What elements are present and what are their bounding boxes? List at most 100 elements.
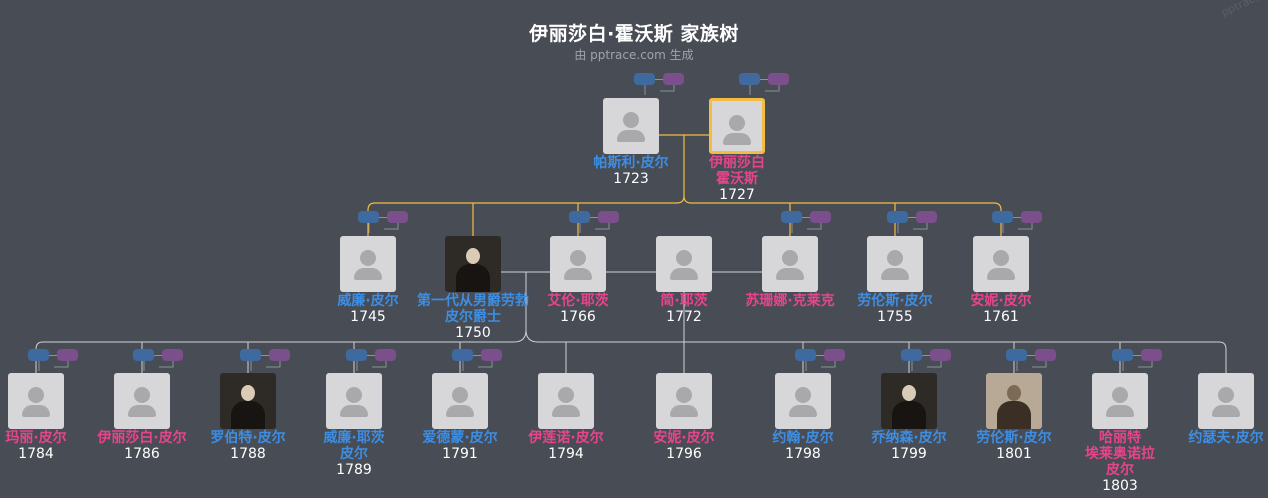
avatar-placeholder-icon[interactable]	[114, 373, 170, 429]
avatar-placeholder-icon[interactable]	[8, 373, 64, 429]
avatar-placeholder-icon[interactable]	[432, 373, 488, 429]
mother-tag-icon[interactable]	[1141, 349, 1162, 361]
father-tag-icon[interactable]	[346, 349, 367, 361]
mother-tag-icon[interactable]	[663, 73, 684, 85]
head-shape	[241, 385, 255, 401]
mother-tag-icon[interactable]	[824, 349, 845, 361]
relation-tags[interactable]	[1112, 349, 1164, 362]
page-subtitle: 由 pptrace.com 生成	[574, 48, 694, 62]
portrait-photo[interactable]	[445, 236, 501, 292]
mother-tag-icon[interactable]	[162, 349, 183, 361]
mother-tag-icon[interactable]	[269, 349, 290, 361]
avatar-placeholder-icon[interactable]	[656, 236, 712, 292]
mother-tag-icon[interactable]	[57, 349, 78, 361]
father-tag-icon[interactable]	[634, 73, 655, 85]
avatar-placeholder-icon[interactable]	[762, 236, 818, 292]
relation-tags[interactable]	[133, 349, 185, 362]
mother-tag-icon[interactable]	[375, 349, 396, 361]
relation-tags[interactable]	[1006, 349, 1058, 362]
relation-tags[interactable]	[887, 211, 939, 224]
mother-tag-icon[interactable]	[768, 73, 789, 85]
avatar-placeholder-icon[interactable]	[550, 236, 606, 292]
father-tag-icon[interactable]	[992, 211, 1013, 223]
avatar-placeholder-icon[interactable]	[867, 236, 923, 292]
avatar-placeholder-icon[interactable]	[709, 98, 765, 154]
avatar-placeholder-icon[interactable]	[326, 373, 382, 429]
body-shape	[670, 405, 698, 417]
avatar-placeholder-icon[interactable]	[656, 373, 712, 429]
person-name[interactable]: 约瑟夫·皮尔	[1188, 430, 1264, 446]
relation-tags[interactable]	[781, 211, 833, 224]
mother-tag-icon[interactable]	[930, 349, 951, 361]
relation-tags[interactable]	[634, 73, 686, 86]
relation-tags[interactable]	[992, 211, 1044, 224]
mother-tag-icon[interactable]	[387, 211, 408, 223]
relation-tags[interactable]	[240, 349, 292, 362]
relation-tags[interactable]	[358, 211, 410, 224]
portrait-photo[interactable]	[881, 373, 937, 429]
portrait-photo[interactable]	[220, 373, 276, 429]
father-tag-icon[interactable]	[739, 73, 760, 85]
father-tag-icon[interactable]	[1112, 349, 1133, 361]
head-shape	[676, 250, 692, 266]
avatar-placeholder-icon[interactable]	[973, 236, 1029, 292]
father-tag-icon[interactable]	[887, 211, 908, 223]
mother-tag-icon[interactable]	[916, 211, 937, 223]
relation-tags[interactable]	[28, 349, 80, 362]
father-tag-icon[interactable]	[795, 349, 816, 361]
father-tag-icon[interactable]	[781, 211, 802, 223]
father-tag-icon[interactable]	[240, 349, 261, 361]
avatar-placeholder-icon[interactable]	[603, 98, 659, 154]
mother-tag-icon[interactable]	[481, 349, 502, 361]
father-tag-icon[interactable]	[901, 349, 922, 361]
father-tag-icon[interactable]	[28, 349, 49, 361]
tag-link	[1013, 217, 1021, 218]
avatar-placeholder-icon[interactable]	[1092, 373, 1148, 429]
father-tag-icon[interactable]	[569, 211, 590, 223]
birth-year: 1786	[124, 446, 160, 462]
avatar-placeholder-icon[interactable]	[538, 373, 594, 429]
mother-tag-icon[interactable]	[598, 211, 619, 223]
father-tag-icon[interactable]	[1006, 349, 1027, 361]
descent-line	[367, 135, 685, 236]
relation-tags[interactable]	[569, 211, 621, 224]
avatar-placeholder-icon[interactable]	[340, 236, 396, 292]
body-shape	[564, 268, 592, 280]
avatar-placeholder-icon[interactable]	[1198, 373, 1254, 429]
portrait-photo[interactable]	[986, 373, 1042, 429]
mother-tag-icon[interactable]	[1021, 211, 1042, 223]
relation-tags[interactable]	[901, 349, 953, 362]
relation-tags[interactable]	[346, 349, 398, 362]
relation-tags[interactable]	[739, 73, 791, 86]
mother-tag-icon[interactable]	[810, 211, 831, 223]
father-tag-icon[interactable]	[358, 211, 379, 223]
relation-tags[interactable]	[452, 349, 504, 362]
relation-tags[interactable]	[795, 349, 847, 362]
father-tag-icon[interactable]	[133, 349, 154, 361]
father-tag-icon[interactable]	[452, 349, 473, 361]
mother-tag-icon[interactable]	[1035, 349, 1056, 361]
avatar-placeholder-icon[interactable]	[775, 373, 831, 429]
birth-year: 1801	[996, 446, 1032, 462]
tag-link	[1133, 355, 1141, 356]
person-name[interactable]: 苏珊娜·克莱克	[745, 293, 835, 309]
